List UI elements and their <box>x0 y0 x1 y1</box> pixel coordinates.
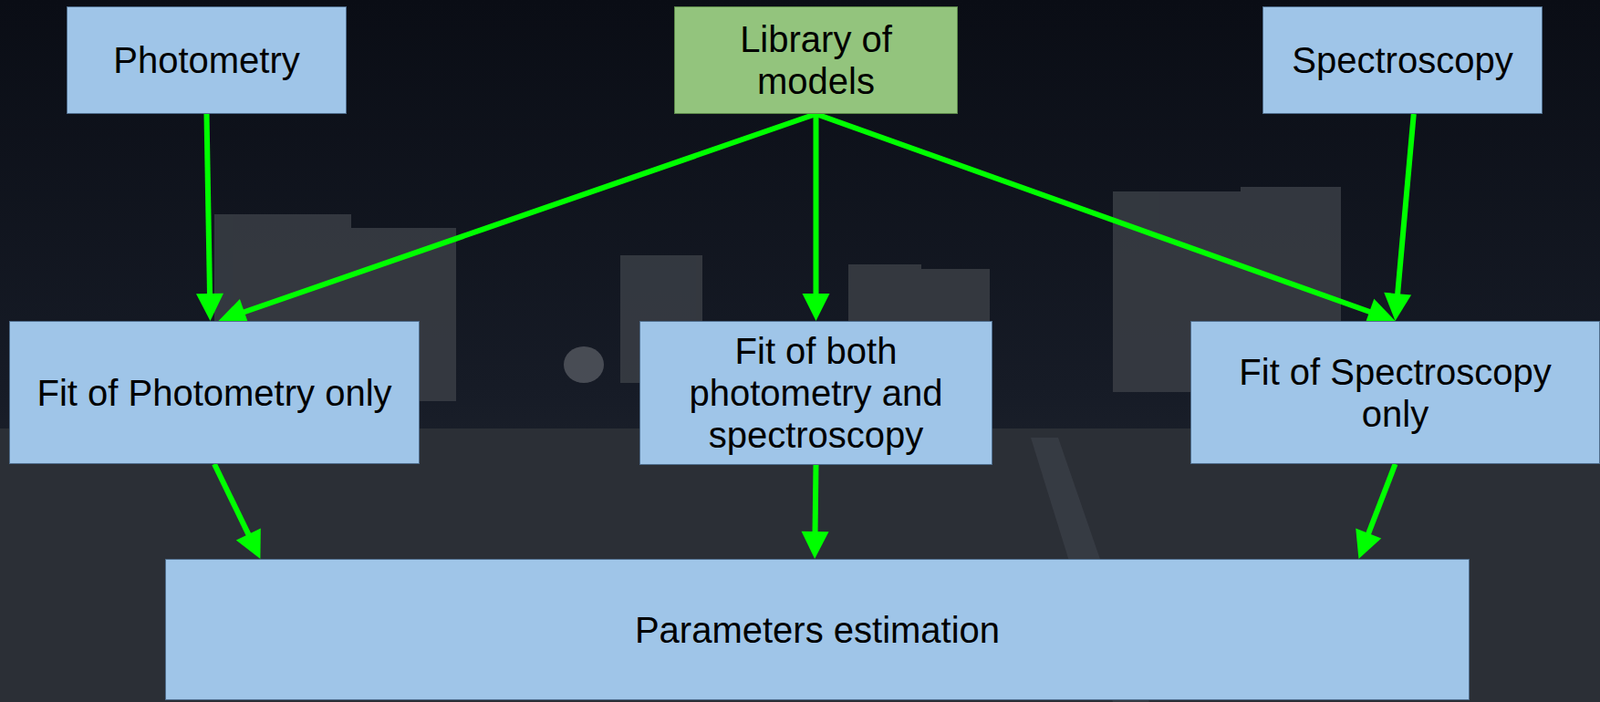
arrow-connector <box>214 464 261 560</box>
arrow-connector <box>816 114 1396 325</box>
node-label: Fit of Spectroscopy only <box>1202 351 1589 436</box>
fit-box: Fit of Photometry only <box>9 321 420 465</box>
node-label: Library of models <box>685 18 946 103</box>
node-label: Parameters estimation <box>634 609 1000 652</box>
arrow-connector <box>1383 114 1414 322</box>
input-box: Spectroscopy <box>1262 6 1543 115</box>
fit-box: Fit of Spectroscopy only <box>1190 321 1600 465</box>
arrow-connector <box>1355 464 1395 560</box>
model-library-box: Library of models <box>674 6 958 115</box>
node-label: Spectroscopy <box>1291 39 1513 82</box>
node-label: Photometry <box>113 39 301 82</box>
node-label: Fit of Photometry only <box>36 372 392 415</box>
arrow-connector <box>801 465 830 560</box>
node-label: Fit of both photometry and spectroscopy <box>651 330 981 457</box>
input-box: Photometry <box>66 6 347 115</box>
output-box: Parameters estimation <box>165 559 1470 701</box>
fit-box: Fit of both photometry and spectroscopy <box>639 321 993 466</box>
arrow-connector <box>802 114 831 322</box>
arrow-connector <box>218 114 817 325</box>
arrow-connector <box>196 114 224 322</box>
